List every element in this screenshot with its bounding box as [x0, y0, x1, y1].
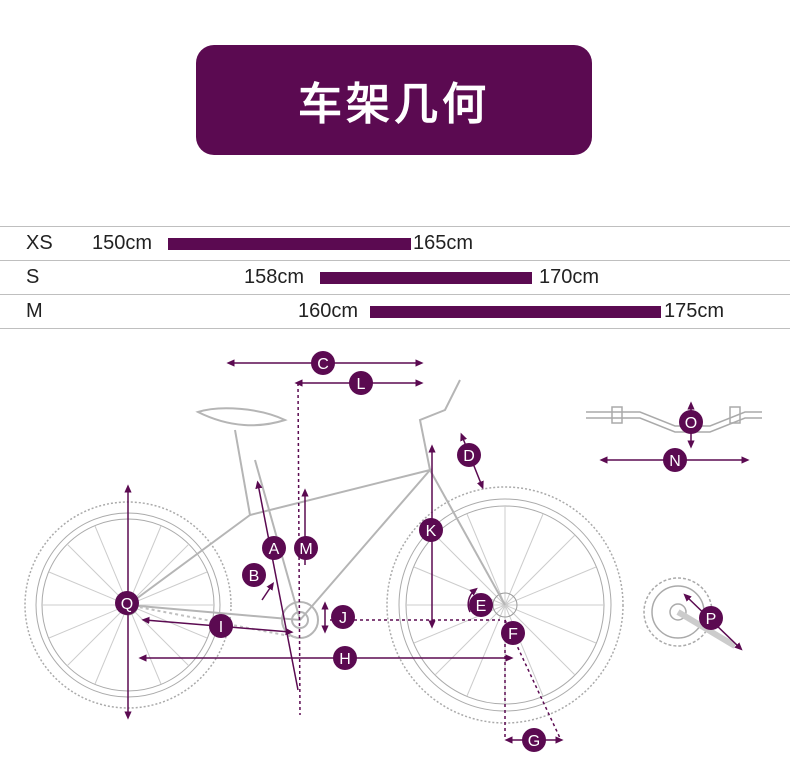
marker-m: M — [294, 536, 318, 560]
bike-geometry-diagram: A B C D E F G H I J K L M N O P Q — [24, 351, 762, 752]
svg-text:Q: Q — [121, 596, 133, 613]
size-label: XS — [26, 232, 53, 254]
size-label: S — [26, 266, 40, 288]
marker-k: K — [419, 518, 443, 542]
height-to: 175cm — [664, 300, 725, 322]
marker-i: I — [209, 614, 233, 638]
marker-g: G — [522, 728, 546, 752]
size-row-m: M 160cm 175cm — [0, 294, 790, 329]
size-row-xs: XS 150cm 165cm — [0, 226, 790, 260]
height-to: 165cm — [413, 232, 474, 254]
size-label: M — [26, 300, 43, 322]
marker-b: B — [242, 563, 266, 587]
height-range-bar — [320, 272, 532, 284]
size-row-s: S 158cm 170cm — [0, 260, 790, 294]
size-chart: XS 150cm 165cm S 158cm 170cm M 160cm 175… — [0, 226, 790, 329]
title-banner: 车架几何 — [196, 45, 592, 155]
marker-j: J — [331, 605, 355, 629]
marker-o: O — [679, 410, 703, 434]
svg-text:A: A — [269, 541, 280, 558]
svg-text:O: O — [685, 415, 697, 432]
page-title: 车架几何 — [298, 79, 490, 130]
marker-c: C — [311, 351, 335, 375]
height-from: 158cm — [244, 266, 305, 288]
bike-frame — [125, 379, 506, 639]
height-from: 160cm — [298, 300, 359, 322]
svg-text:D: D — [463, 448, 475, 465]
dimension-lines — [124, 359, 750, 744]
svg-text:C: C — [317, 356, 329, 373]
marker-d: D — [457, 443, 481, 467]
marker-f: F — [501, 621, 525, 645]
handlebar-top-view — [586, 406, 762, 433]
svg-text:I: I — [219, 619, 223, 636]
height-range-bar — [168, 238, 411, 250]
marker-p: P — [699, 606, 723, 630]
svg-text:F: F — [508, 626, 518, 643]
marker-l: L — [349, 371, 373, 395]
svg-text:J: J — [339, 610, 347, 627]
height-to: 170cm — [539, 266, 600, 288]
svg-text:N: N — [669, 453, 681, 470]
svg-text:P: P — [706, 611, 717, 628]
marker-e: E — [469, 593, 493, 617]
marker-q: Q — [115, 591, 139, 615]
svg-text:M: M — [299, 541, 312, 558]
svg-text:K: K — [426, 523, 437, 540]
marker-n: N — [663, 448, 687, 472]
height-range-bar — [370, 306, 661, 318]
svg-text:E: E — [476, 598, 487, 615]
marker-a: A — [262, 536, 286, 560]
height-from: 150cm — [92, 232, 153, 254]
svg-text:L: L — [357, 376, 366, 393]
svg-text:B: B — [249, 568, 260, 585]
svg-text:H: H — [339, 651, 351, 668]
svg-text:G: G — [528, 733, 540, 750]
marker-h: H — [333, 646, 357, 670]
